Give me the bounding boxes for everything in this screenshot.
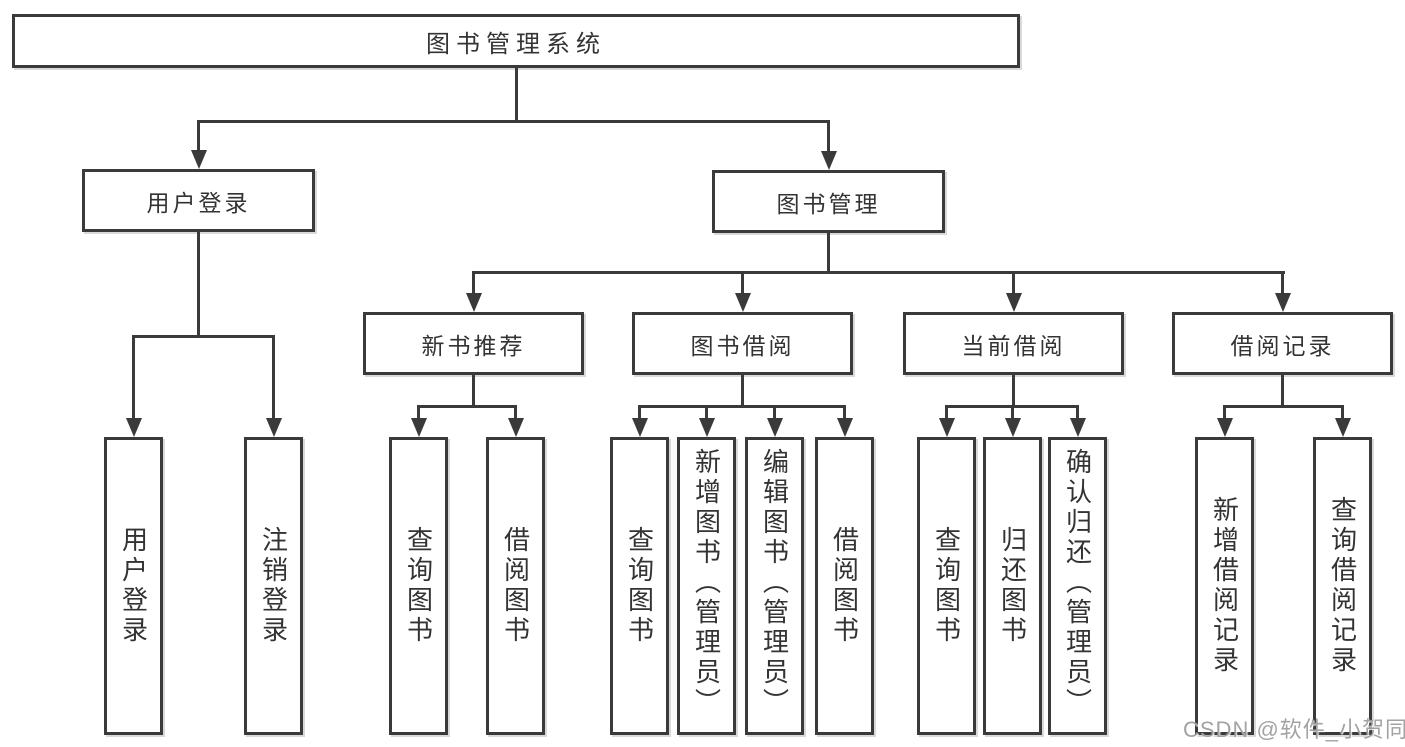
leaf-nb-borrow-books: 借阅图书 [486,437,545,735]
arrow-to-leaf-login-head [125,418,142,437]
leaf-bw-add-books-admin: 新增图书（管理员） [677,437,736,735]
connector-root-split-line [197,120,830,123]
arrow-bw-borrow-head [836,418,853,437]
arrow-bw-query-line [638,405,641,421]
leaf-rec-query-record-label: 查询借阅记录 [1327,496,1358,676]
node-book-management: 图书管理 [712,170,945,233]
arrow-to-new-book-recommend-line [472,271,475,295]
leaf-nb-query-books: 查询图书 [389,437,448,735]
arrow-to-borrowing-records-line [1281,271,1284,295]
leaf-cur-confirm-return-admin: 确认归还（管理员） [1048,437,1107,735]
arrow-bw-edit-head [766,418,783,437]
connector-user-login-split-line [132,335,275,338]
arrow-to-leaf-login-line [132,335,135,420]
node-book-borrowing: 图书借阅 [632,312,853,375]
leaf-cur-query-books-label: 查询图书 [931,526,962,646]
leaf-bw-edit-books-admin-label: 编辑图书（管理员） [759,448,790,718]
node-borrowing-records: 借阅记录 [1172,312,1393,375]
arrow-rec-query-line [1341,405,1344,421]
node-book-borrowing-label: 图书借阅 [690,332,795,359]
arrow-nb-borrow-head [507,418,524,437]
node-library-system: 图书管理系统 [12,14,1020,68]
connector-book-management-split-line [472,271,1285,274]
leaf-rec-add-record: 新增借阅记录 [1195,437,1254,735]
arrow-to-book-borrowing-head [734,293,751,312]
arrow-to-leaf-logout-line [272,335,275,420]
connector-current-borrowing-stem-line [1012,375,1015,407]
arrow-to-book-management-head [820,151,837,170]
node-user-login-label: 用户登录 [146,189,251,216]
node-new-book-recommend-label: 新书推荐 [421,332,526,359]
arrow-cur-return-line [1011,405,1014,421]
csdn-watermark: CSDN @软件_小贺同学 [1183,717,1405,742]
arrow-rec-query-head [1334,418,1351,437]
leaf-rec-query-record: 查询借阅记录 [1313,437,1372,735]
leaf-bw-add-books-admin-label: 新增图书（管理员） [691,448,722,718]
leaf-user-login: 用户登录 [104,437,163,735]
arrow-nb-borrow-line [514,405,517,421]
connector-new-book-recommend-split-line [417,405,517,408]
leaf-bw-query-books: 查询图书 [610,437,669,735]
connector-book-borrowing-stem-line [741,375,744,407]
arrow-cur-confirm-head [1069,418,1086,437]
arrow-to-new-book-recommend-head [465,293,482,312]
leaf-bw-borrow-books-label: 借阅图书 [829,526,860,646]
node-current-borrowing-label: 当前借阅 [961,332,1066,359]
node-new-book-recommend: 新书推荐 [363,312,584,375]
arrow-bw-add-line [705,405,708,421]
leaf-bw-query-books-label: 查询图书 [624,526,655,646]
arrow-rec-add-head [1216,418,1233,437]
connector-borrowing-records-stem-line [1281,375,1284,407]
leaf-logout: 注销登录 [244,437,303,735]
arrow-to-book-management-line [827,120,830,153]
connector-root-stem-line [514,68,518,122]
node-book-management-label: 图书管理 [776,190,881,217]
node-library-system-label: 图书管理系统 [426,30,606,58]
connector-book-borrowing-split-line [638,405,846,408]
leaf-cur-query-books: 查询图书 [917,437,976,735]
arrow-to-borrowing-records-head [1274,293,1291,312]
arrow-rec-add-line [1223,405,1226,421]
arrow-to-user-login-head [190,150,207,169]
leaf-nb-query-books-label: 查询图书 [403,526,434,646]
node-borrowing-records-label: 借阅记录 [1230,332,1335,359]
connector-borrowing-records-split-line [1223,405,1344,408]
arrow-nb-query-line [417,405,420,421]
arrow-to-user-login-line [197,120,200,153]
arrow-to-leaf-logout-head [265,418,282,437]
leaf-nb-borrow-books-label: 借阅图书 [500,526,531,646]
leaf-logout-label: 注销登录 [258,526,289,646]
connector-book-management-stem-line [827,233,830,273]
leaf-bw-edit-books-admin: 编辑图书（管理员） [745,437,804,735]
leaf-cur-return-books-label: 归还图书 [997,526,1028,646]
leaf-rec-add-record-label: 新增借阅记录 [1209,496,1240,676]
leaf-user-login-label: 用户登录 [118,526,149,646]
node-current-borrowing: 当前借阅 [903,312,1124,375]
arrow-cur-query-head [938,418,955,437]
arrow-cur-return-head [1004,418,1021,437]
arrow-cur-query-line [945,405,948,421]
leaf-cur-return-books: 归还图书 [983,437,1042,735]
arrow-bw-edit-line [773,405,776,421]
node-user-login: 用户登录 [82,169,315,232]
arrow-to-current-borrowing-line [1012,271,1015,295]
leaf-cur-confirm-return-admin-label: 确认归还（管理员） [1062,448,1093,718]
connector-new-book-recommend-stem-line [472,375,475,407]
connector-user-login-stem-line [197,232,200,337]
arrow-bw-query-head [631,418,648,437]
leaf-bw-borrow-books: 借阅图书 [815,437,874,735]
arrow-to-current-borrowing-head [1005,293,1022,312]
arrow-bw-borrow-line [843,405,846,421]
arrow-cur-confirm-line [1076,405,1079,421]
arrow-bw-add-head [698,418,715,437]
arrow-to-book-borrowing-line [741,271,744,295]
arrow-nb-query-head [410,418,427,437]
